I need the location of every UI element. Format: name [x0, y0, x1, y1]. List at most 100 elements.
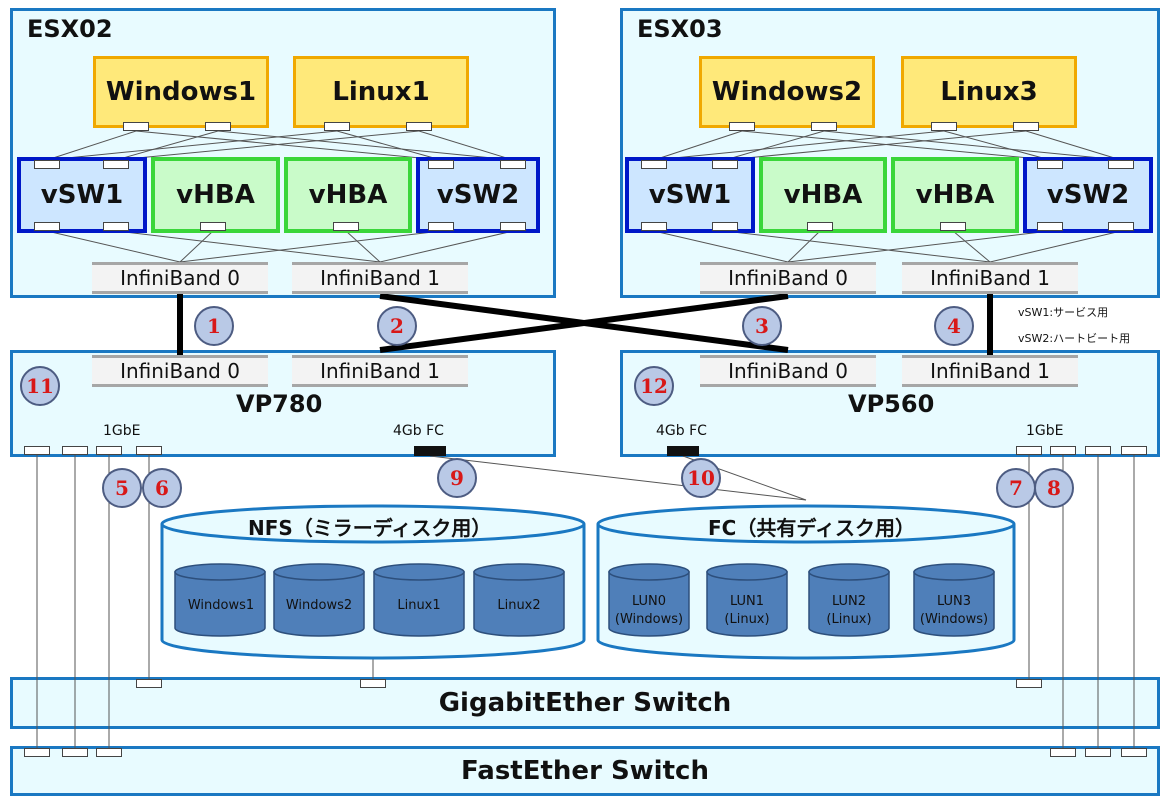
marker-2: 2 — [377, 306, 417, 346]
port — [62, 748, 88, 757]
port — [712, 160, 738, 169]
vp560-4gbfc-label: 4Gb FC — [656, 423, 707, 439]
port — [712, 222, 738, 231]
disk-1 — [174, 563, 266, 637]
marker-5: 5 — [102, 468, 142, 508]
marker-11: 11 — [20, 366, 60, 406]
port — [406, 122, 432, 131]
port — [24, 748, 50, 757]
port — [1050, 748, 1076, 757]
vm-windows1: Windows1 — [93, 56, 269, 128]
port — [1016, 679, 1042, 688]
nfs-disk-label-1: Windows1 — [187, 598, 255, 613]
marker-10: 10 — [681, 458, 721, 498]
port — [136, 446, 162, 455]
disk-4 — [473, 563, 565, 637]
port — [641, 222, 667, 231]
vp780-4gbfc-label: 4Gb FC — [393, 423, 444, 439]
vp560-label: VP560 — [848, 390, 935, 418]
esx02-label: ESX02 — [27, 15, 113, 43]
disk-8 — [913, 563, 995, 637]
disk-2 — [273, 563, 365, 637]
nfs-disk-label-3: Linux1 — [397, 598, 441, 613]
marker-8: 8 — [1034, 468, 1074, 508]
marker-7: 7 — [996, 468, 1036, 508]
vp560-ib1-label: InfiniBand 1 — [902, 358, 1078, 384]
port — [62, 446, 88, 455]
esx03-vsw1: vSW1 — [625, 157, 755, 233]
port — [1013, 122, 1039, 131]
vp560-1gbe-label: 1GbE — [1026, 423, 1064, 439]
disk-7 — [808, 563, 890, 637]
fc-disk-2-name: LUN1 — [729, 594, 765, 609]
vm-linux3: Linux3 — [901, 56, 1077, 128]
vp560-infiniband-0: InfiniBand 0 — [700, 355, 876, 387]
marker-1: 1 — [194, 306, 234, 346]
esx02-vsw2: vSW2 — [416, 157, 540, 233]
fc-disk-4-sub: (Windows) — [919, 612, 989, 627]
port — [34, 160, 60, 169]
marker-12: 12 — [634, 366, 674, 406]
vp560-fc-port — [667, 446, 699, 456]
port — [103, 160, 129, 169]
port — [1016, 446, 1042, 455]
port — [729, 122, 755, 131]
esx02-vhba-2: vHBA — [284, 157, 412, 233]
note-vsw1: vSW1:サービス用 — [1018, 306, 1109, 319]
fc-disk-1-sub: (Windows) — [614, 612, 684, 627]
port — [324, 122, 350, 131]
esx03-vhba-2: vHBA — [891, 157, 1019, 233]
esx02-infiniband-0: InfiniBand 0 — [92, 262, 268, 294]
port — [96, 446, 122, 455]
vp780-infiniband-0: InfiniBand 0 — [92, 355, 268, 387]
disk-5 — [608, 563, 690, 637]
port — [811, 122, 837, 131]
fc-disk-label-1: LUN0 (Windows) — [609, 593, 689, 629]
vm-linux1: Linux1 — [293, 56, 469, 128]
fc-disk-3-sub: (Linux) — [826, 612, 872, 627]
port — [34, 222, 60, 231]
fc-storage — [596, 504, 1016, 660]
port — [205, 122, 231, 131]
fc-storage-label: FC（共有ディスク用） — [708, 516, 915, 540]
nfs-storage-label: NFS（ミラーディスク用） — [248, 516, 492, 540]
fc-disk-2-sub: (Linux) — [724, 612, 770, 627]
disk-6 — [706, 563, 788, 637]
port — [1121, 748, 1147, 757]
disk-3 — [373, 563, 465, 637]
port — [500, 222, 526, 231]
fc-disk-label-4: LUN3 (Windows) — [914, 593, 994, 629]
port — [641, 160, 667, 169]
esx03-infiniband-1: InfiniBand 1 — [902, 262, 1078, 294]
nfs-disk-label-2: Windows2 — [285, 598, 353, 613]
vm-windows2: Windows2 — [699, 56, 875, 128]
esx03-ib1-label: InfiniBand 1 — [902, 265, 1078, 291]
port — [360, 679, 386, 688]
fc-disk-3-name: LUN2 — [831, 594, 867, 609]
port — [1050, 446, 1076, 455]
port — [200, 222, 226, 231]
port — [940, 222, 966, 231]
nfs-disk-label-4: Linux2 — [497, 598, 541, 613]
marker-4: 4 — [934, 306, 974, 346]
disk-cylinders — [174, 563, 995, 637]
fc-disk-1-name: LUN0 — [631, 594, 667, 609]
vp560-ib0-label: InfiniBand 0 — [700, 358, 876, 384]
vp780-label: VP780 — [236, 390, 323, 418]
note-vsw2: vSW2:ハートビート用 — [1018, 332, 1131, 345]
port — [428, 222, 454, 231]
port — [1085, 748, 1111, 757]
port — [500, 160, 526, 169]
fc-disk-label-2: LUN1 (Linux) — [707, 593, 787, 629]
port — [103, 222, 129, 231]
marker-9: 9 — [437, 458, 477, 498]
marker-3: 3 — [742, 306, 782, 346]
vp780-ib1-label: InfiniBand 1 — [292, 358, 468, 384]
port — [1037, 160, 1063, 169]
infiniband-cables — [177, 293, 993, 355]
port — [428, 160, 454, 169]
vp780-ib0-label: InfiniBand 0 — [92, 358, 268, 384]
port — [333, 222, 359, 231]
vp780-infiniband-1: InfiniBand 1 — [292, 355, 468, 387]
